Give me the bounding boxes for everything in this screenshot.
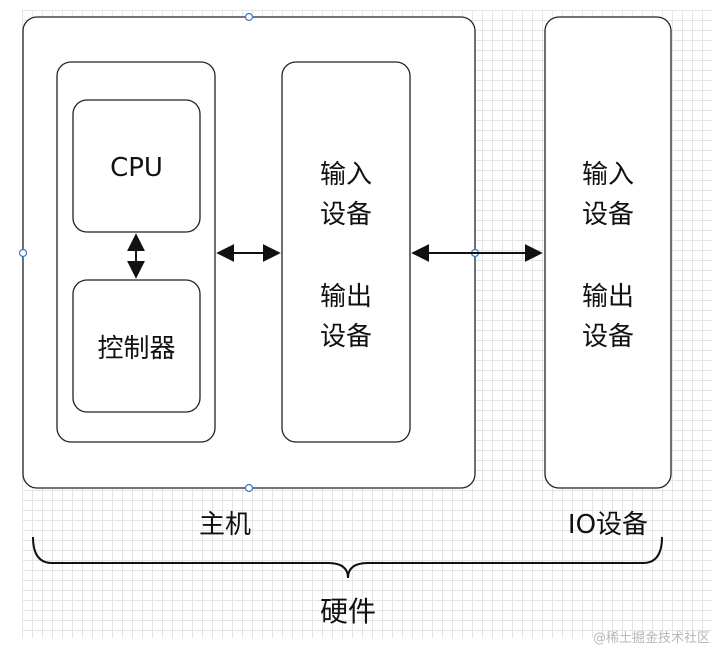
io-device-line4: 设备	[582, 322, 634, 352]
cpu-label: CPU	[110, 153, 163, 183]
host-io-line3: 输出	[320, 282, 372, 312]
host-io-box	[281, 61, 411, 443]
hardware-label: 硬件	[320, 595, 376, 628]
host-io-line2: 设备	[320, 200, 372, 230]
watermark: @稀土掘金技术社区	[592, 631, 710, 646]
host-label: 主机	[199, 510, 251, 540]
host-handle-top[interactable]	[244, 12, 254, 22]
cpu-box	[72, 99, 201, 233]
io-device-label: IO设备	[568, 510, 648, 540]
controller-label: 控制器	[97, 334, 175, 364]
io-device-line1: 输入	[582, 160, 634, 190]
io-device-line2: 设备	[582, 200, 634, 230]
host-io-line4: 设备	[320, 322, 372, 352]
io-device-line3: 输出	[582, 282, 634, 312]
host-handle-left[interactable]	[18, 248, 28, 258]
controller-box	[72, 279, 201, 413]
host-handle-bottom[interactable]	[244, 483, 254, 493]
hardware-brace	[32, 536, 663, 579]
io-device-box	[544, 16, 672, 489]
host-io-line1: 输入	[320, 160, 372, 190]
